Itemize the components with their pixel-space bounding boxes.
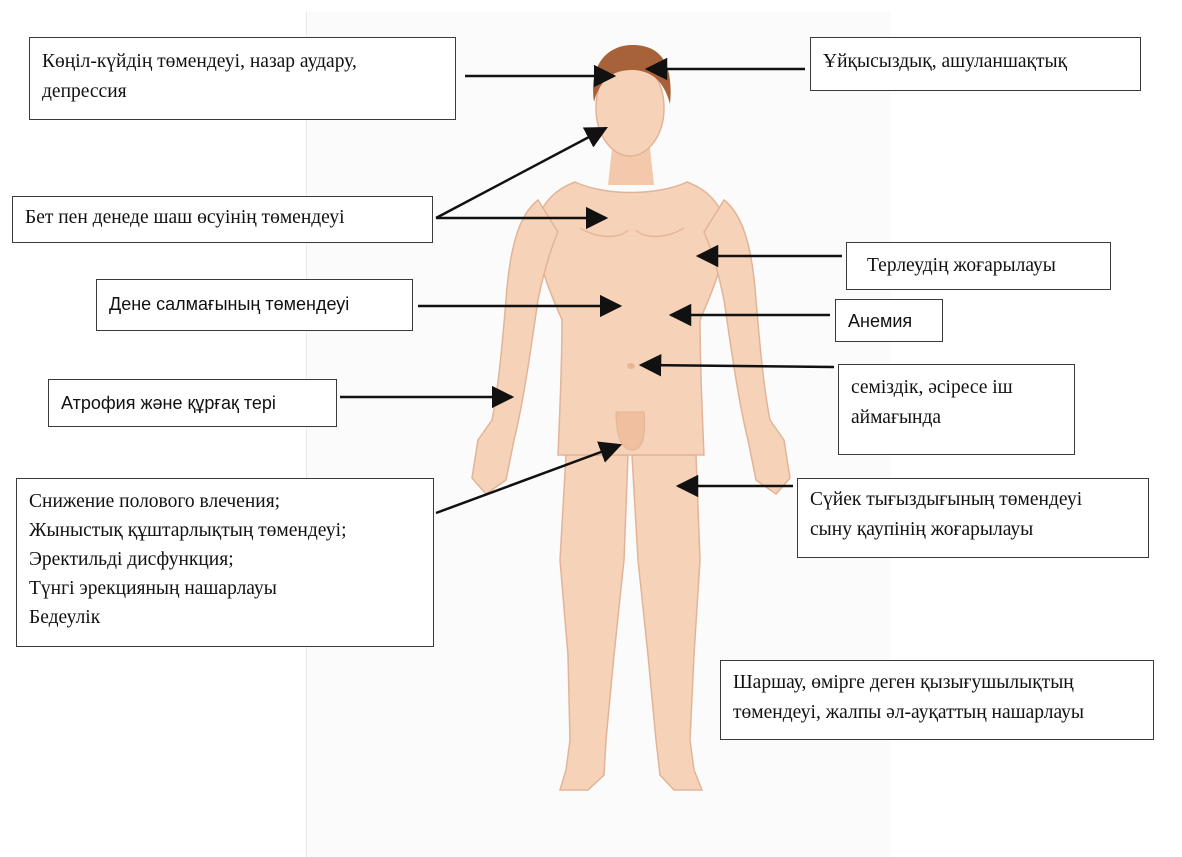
arrow-hair-face [436, 128, 606, 218]
arrow-sexual [436, 445, 620, 513]
arrow-obesity [641, 365, 834, 367]
